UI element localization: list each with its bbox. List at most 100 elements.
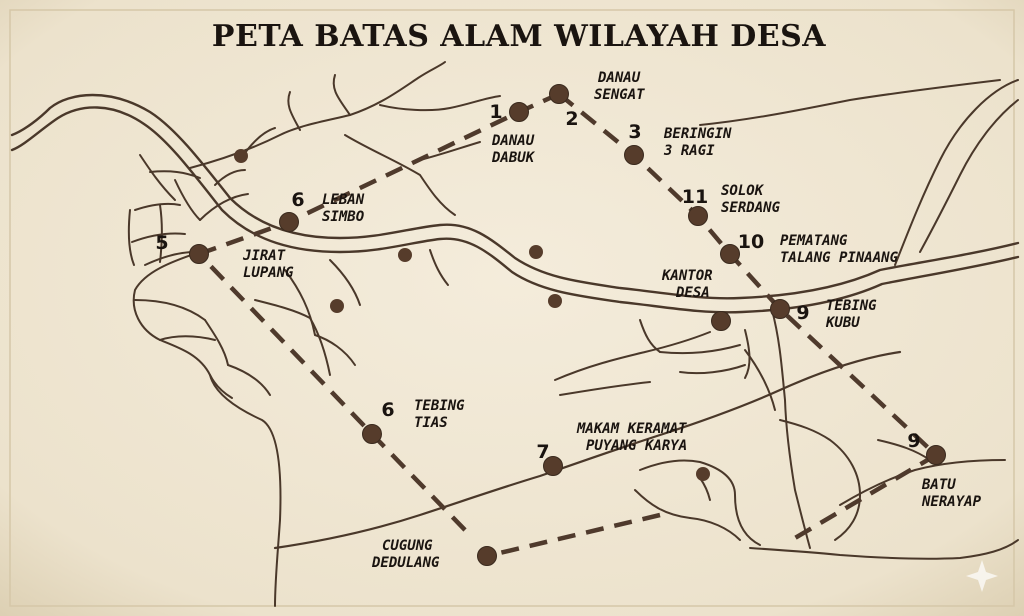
minor-point	[398, 248, 412, 262]
label-tebing-tias-2: TIAS	[414, 415, 448, 431]
marker-tebing-kubu	[770, 299, 790, 319]
road-right-upper	[699, 79, 1001, 126]
number-solok-serdang: 11	[682, 186, 708, 208]
label-pematang-1: PEMATANG	[780, 233, 848, 249]
marker-tebing-tias	[362, 424, 382, 444]
lane-lower-left-2	[159, 335, 216, 341]
lane-southeast-5	[839, 459, 1006, 506]
label-solok-2: SERDANG	[721, 200, 781, 216]
label-jirat-2: LUPANG	[243, 265, 294, 281]
number-tebing-kubu: 9	[796, 302, 809, 324]
label-leban-1: LEBAN	[322, 192, 365, 208]
lane-lower-left-6	[284, 269, 316, 336]
label-cugung-1: CUGUNG	[382, 538, 433, 554]
lane-left-4	[131, 232, 186, 243]
lane-south-4	[659, 344, 741, 355]
minor-point	[234, 149, 248, 163]
number-beringin-3-ragi: 3	[628, 121, 641, 143]
lane-southeast-2	[634, 489, 691, 519]
lane-center-1	[329, 259, 361, 306]
lane-lower-left-7	[309, 317, 331, 376]
label-kantor-desa-2: DESA	[675, 285, 710, 301]
label-pematang-2: TALANG PINAANG	[780, 250, 899, 266]
lane-left-9	[159, 204, 163, 263]
label-kantor-desa-1: KANTOR	[661, 268, 713, 284]
number-makam-keramat: 7	[536, 441, 549, 463]
number-batu-nerayap: 9	[907, 430, 920, 452]
marker-leban-simbo	[279, 212, 299, 232]
boundary-north-east	[557, 92, 938, 457]
lane-southeast-6	[877, 439, 931, 461]
road-bottom-right	[749, 539, 1019, 560]
lane-left-6	[174, 179, 201, 221]
marker-beringin-3-ragi	[624, 145, 644, 165]
marker-jirat-lupang	[189, 244, 209, 264]
marker-cugung-dedulang	[477, 546, 497, 566]
label-tebing-tias-1: TEBING	[414, 398, 465, 414]
lower-road	[273, 350, 902, 550]
river-east	[771, 309, 811, 549]
lane-left-1	[139, 154, 176, 201]
label-beringin-1: BERINGIN	[663, 126, 732, 142]
river-branch-2	[287, 91, 301, 131]
landmark-labels: 1 DANAU DABUK 2 DANAU SENGAT 3 BERINGIN …	[155, 70, 981, 571]
lane-southeast-1	[639, 459, 761, 546]
lane-southeast-3	[689, 517, 741, 541]
label-makam-2: PUYANG KARYA	[586, 438, 687, 454]
number-danau-sengat: 2	[565, 108, 578, 130]
label-danau-dabuk-2: DABUK	[491, 150, 536, 166]
label-jirat-1: JIRAT	[242, 248, 286, 264]
road-right-diagonal-1	[894, 79, 1019, 266]
marker-solok-serdang	[688, 206, 708, 226]
main-road	[10, 93, 1020, 314]
lane-lower-left-8	[314, 334, 356, 366]
lane-lower-left-5	[254, 299, 311, 319]
number-danau-dabuk: 1	[489, 101, 502, 123]
marker-batu-nerayap	[926, 445, 946, 465]
lane-left-8	[214, 169, 246, 186]
river-branch-1	[332, 74, 351, 116]
label-danau-sengat-1: DANAU	[597, 70, 641, 86]
marker-pematang-talang-pinaang	[720, 244, 740, 264]
label-cugung-2: DEDULANG	[371, 555, 440, 571]
number-leban-simbo: 6	[291, 189, 304, 211]
minor-points	[234, 149, 710, 481]
marker-danau-dabuk	[509, 102, 529, 122]
landmark-markers	[189, 84, 946, 566]
lane-left-7	[199, 193, 249, 221]
label-danau-dabuk-1: DANAU	[491, 133, 535, 149]
label-batu-nerayap-1: BATU	[921, 477, 956, 493]
minor-point	[548, 294, 562, 308]
label-beringin-2: 3 RAGI	[663, 143, 715, 159]
boundary-south	[486, 512, 661, 559]
sparkle-icon	[966, 560, 998, 592]
minor-point	[696, 467, 710, 481]
number-pematang: 10	[738, 231, 764, 253]
lane-left-3	[134, 202, 181, 211]
label-tebing-kubu-2: KUBU	[825, 315, 860, 331]
lane-southeast-8	[744, 349, 776, 411]
label-batu-nerayap-2: NERAYAP	[921, 494, 982, 510]
lane-south-5	[679, 364, 746, 375]
lane-lower-left-4	[227, 364, 271, 396]
lane-lower-left-3	[204, 319, 229, 366]
lane-south-3	[639, 319, 661, 353]
minor-point	[330, 299, 344, 313]
marker-kantor-desa	[711, 311, 731, 331]
label-solok-1: SOLOK	[721, 183, 765, 199]
lane-left-10	[127, 209, 135, 266]
map-title: PETA BATAS ALAM WILAYAH DESA	[212, 19, 826, 54]
label-tebing-kubu-1: TEBING	[826, 298, 877, 314]
label-danau-sengat-2: SENGAT	[594, 87, 645, 103]
label-leban-2: SIMBO	[322, 209, 364, 225]
river-mid-north	[379, 95, 501, 112]
lane-left-2	[149, 170, 201, 179]
road-right-diagonal-2	[919, 99, 1019, 253]
number-tebing-tias: 6	[381, 399, 394, 421]
lane-south-1	[554, 331, 711, 381]
lane-lower-left-1	[134, 299, 206, 321]
marker-makam-keramat	[543, 456, 563, 476]
lane-southeast-4	[779, 419, 861, 541]
